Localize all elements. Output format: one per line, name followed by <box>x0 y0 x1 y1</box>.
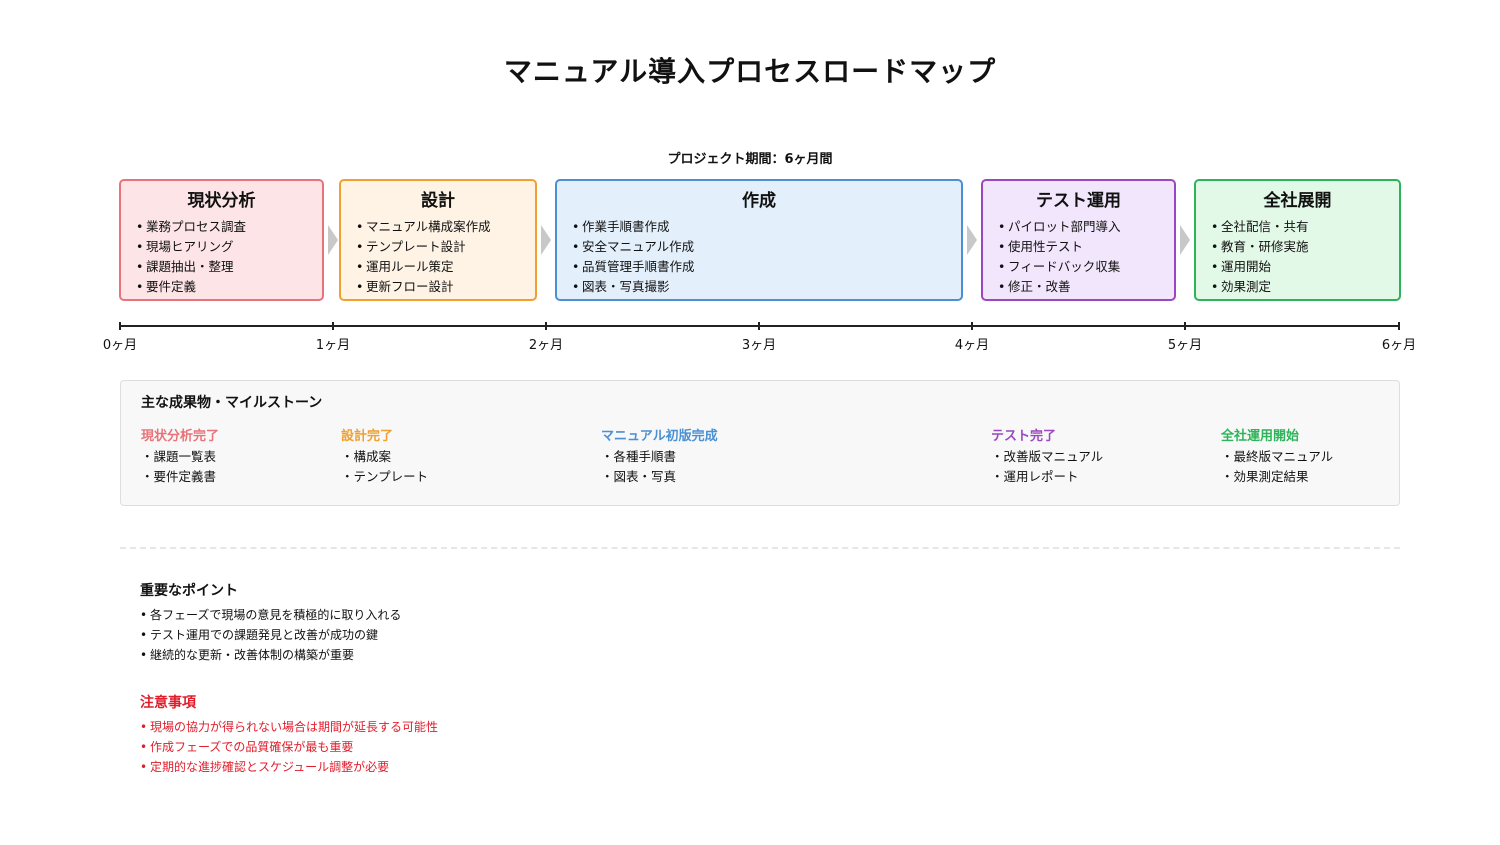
phase-task: 安全マニュアル作成 <box>572 237 961 257</box>
timeline-tick <box>1184 322 1186 330</box>
deliverable-list: 各種手順書 図表・写真 <box>601 447 718 487</box>
chevron-right-icon <box>967 225 977 255</box>
phase-task: テンプレート設計 <box>356 237 535 257</box>
milestone-name: 設計完了 <box>341 429 394 444</box>
deliverable-list: 課題一覧表 要件定義書 <box>141 447 219 487</box>
milestones-panel: 主な成果物・マイルストーン 現状分析完了 課題一覧表 要件定義書 設計完了 構成… <box>120 380 1400 506</box>
phase-task: 修正・改善 <box>998 277 1174 297</box>
phase-name: 全社展開 <box>1263 191 1332 211</box>
caution-item: 作成フェーズでの品質確保が最も重要 <box>140 737 438 757</box>
phase-task: 使用性テスト <box>998 237 1174 257</box>
key-point-item: 継続的な更新・改善体制の構築が重要 <box>140 645 401 665</box>
deliverable-item: 各種手順書 <box>601 447 718 467</box>
phase-task: 更新フロー設計 <box>356 277 535 297</box>
phase-box-analysis: 現状分析 業務プロセス調査 現場ヒアリング 課題抽出・整理 要件定義 <box>119 179 324 301</box>
phase-task: 効果測定 <box>1211 277 1399 297</box>
phase-task: 運用ルール策定 <box>356 257 535 277</box>
deliverable-item: 改善版マニュアル <box>991 447 1104 467</box>
caution-item: 現場の協力が得られない場合は期間が延長する可能性 <box>140 717 438 737</box>
milestone-test: テスト完了 改善版マニュアル 運用レポート <box>991 428 1103 487</box>
phase-task: パイロット部門導入 <box>998 217 1174 237</box>
phase-task: マニュアル構成案作成 <box>356 217 535 237</box>
milestone-analysis: 現状分析完了 課題一覧表 要件定義書 <box>141 428 219 487</box>
timeline-tick <box>332 322 334 330</box>
timeline-axis <box>120 325 1400 327</box>
phase-task: 運用開始 <box>1211 257 1399 277</box>
timeline-tick-label: 5ヶ月 <box>1167 338 1203 353</box>
phase-task: 教育・研修実施 <box>1211 237 1399 257</box>
key-point-item: テスト運用での課題発見と改善が成功の鍵 <box>140 625 401 645</box>
phase-task: 品質管理手順書作成 <box>572 257 961 277</box>
phase-task: 現場ヒアリング <box>136 237 322 257</box>
milestone-creation: マニュアル初版完成 各種手順書 図表・写真 <box>601 428 718 487</box>
milestones-heading: 主な成果物・マイルストーン <box>141 395 323 411</box>
phase-task-list: 業務プロセス調査 現場ヒアリング 課題抽出・整理 要件定義 <box>121 217 322 297</box>
timeline-tick-label: 3ヶ月 <box>741 338 777 353</box>
timeline-tick <box>1398 322 1400 330</box>
timeline-tick <box>119 322 121 330</box>
deliverable-item: 最終版マニュアル <box>1221 447 1334 467</box>
milestone-name: 現状分析完了 <box>141 429 220 444</box>
phase-name: 現状分析 <box>187 191 256 211</box>
deliverable-item: 構成案 <box>341 447 428 467</box>
chevron-right-icon <box>328 225 338 255</box>
phase-task: 業務プロセス調査 <box>136 217 322 237</box>
phase-task: 要件定義 <box>136 277 322 297</box>
milestone-design: 設計完了 構成案 テンプレート <box>341 428 428 487</box>
deliverable-list: 改善版マニュアル 運用レポート <box>991 447 1104 487</box>
deliverable-item: 課題一覧表 <box>141 447 219 467</box>
deliverable-item: 効果測定結果 <box>1221 467 1333 487</box>
phase-task: 全社配信・共有 <box>1211 217 1399 237</box>
phase-box-creation: 作成 作業手順書作成 安全マニュアル作成 品質管理手順書作成 図表・写真撮影 <box>555 179 963 301</box>
phase-task: 作業手順書作成 <box>572 217 961 237</box>
milestone-name: マニュアル初版完成 <box>601 429 718 444</box>
timeline-tick-label: 4ヶ月 <box>954 338 990 353</box>
phase-box-design: 設計 マニュアル構成案作成 テンプレート設計 運用ルール策定 更新フロー設計 <box>339 179 537 301</box>
deliverable-list: 構成案 テンプレート <box>341 447 429 487</box>
timeline-tick-label: 1ヶ月 <box>315 338 351 353</box>
phase-box-test: テスト運用 パイロット部門導入 使用性テスト フィードバック収集 修正・改善 <box>981 179 1176 301</box>
deliverable-item: 運用レポート <box>991 467 1103 487</box>
phase-task: フィードバック収集 <box>998 257 1174 277</box>
phase-box-rollout: 全社展開 全社配信・共有 教育・研修実施 運用開始 効果測定 <box>1194 179 1401 301</box>
deliverable-item: テンプレート <box>341 467 429 487</box>
milestone-rollout: 全社運用開始 最終版マニュアル 効果測定結果 <box>1221 428 1333 487</box>
milestone-name: テスト完了 <box>991 429 1057 444</box>
key-points-list: 各フェーズで現場の意見を積極的に取り入れる テスト運用での課題発見と改善が成功の… <box>140 605 401 665</box>
phase-name: テスト運用 <box>1036 191 1121 211</box>
timeline-tick <box>758 322 760 330</box>
phase-task-list: マニュアル構成案作成 テンプレート設計 運用ルール策定 更新フロー設計 <box>341 217 535 297</box>
chevron-right-icon <box>541 225 551 255</box>
key-point-item: 各フェーズで現場の意見を積極的に取り入れる <box>140 605 401 625</box>
dashed-divider <box>120 547 1400 549</box>
deliverable-item: 図表・写真 <box>601 467 718 487</box>
page-title: マニュアル導入プロセスロードマップ <box>503 55 997 88</box>
timeline-tick-label: 0ヶ月 <box>102 338 138 353</box>
timeline-tick-label: 6ヶ月 <box>1381 338 1417 353</box>
timeline-tick-label: 2ヶ月 <box>528 338 564 353</box>
phase-task-list: 全社配信・共有 教育・研修実施 運用開始 効果測定 <box>1196 217 1399 297</box>
project-duration-label: プロジェクト期間：6ヶ月間 <box>667 152 833 167</box>
cautions-heading: 注意事項 <box>140 695 196 711</box>
phase-name: 作成 <box>742 191 776 211</box>
phase-task-list: 作業手順書作成 安全マニュアル作成 品質管理手順書作成 図表・写真撮影 <box>557 217 961 297</box>
milestone-name: 全社運用開始 <box>1221 429 1300 444</box>
key-points-heading: 重要なポイント <box>140 583 238 599</box>
phase-task-list: パイロット部門導入 使用性テスト フィードバック収集 修正・改善 <box>983 217 1174 297</box>
cautions-list: 現場の協力が得られない場合は期間が延長する可能性 作成フェーズでの品質確保が最も… <box>140 717 438 777</box>
phase-task: 図表・写真撮影 <box>572 277 961 297</box>
chevron-right-icon <box>1180 225 1190 255</box>
phase-name: 設計 <box>421 191 455 211</box>
phase-task: 課題抽出・整理 <box>136 257 322 277</box>
timeline-tick <box>545 322 547 330</box>
deliverable-list: 最終版マニュアル 効果測定結果 <box>1221 447 1334 487</box>
caution-item: 定期的な進捗確認とスケジュール調整が必要 <box>140 757 438 777</box>
timeline-tick <box>971 322 973 330</box>
deliverable-item: 要件定義書 <box>141 467 219 487</box>
